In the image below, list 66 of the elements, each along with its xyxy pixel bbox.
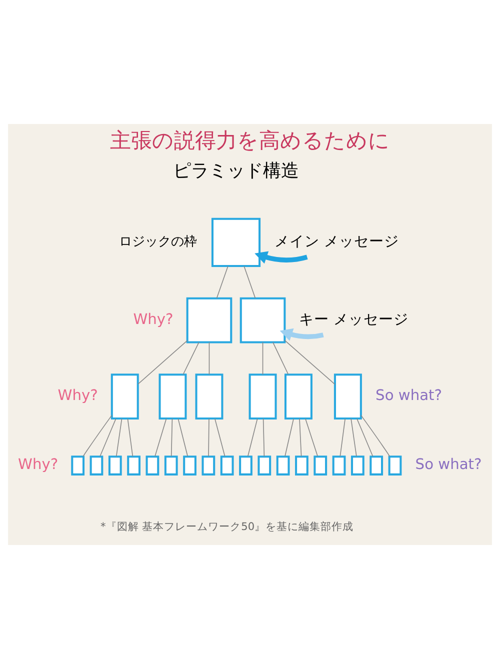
connector xyxy=(182,342,200,375)
connector xyxy=(208,342,210,375)
connector xyxy=(116,418,122,457)
node-label: ロジックの枠 xyxy=(119,234,198,250)
node-box xyxy=(295,456,308,476)
connector xyxy=(262,342,264,375)
connector xyxy=(100,418,116,457)
connector xyxy=(170,418,173,457)
label: So what? xyxy=(376,387,442,404)
connector xyxy=(214,418,226,457)
node-box xyxy=(158,374,187,420)
node-box xyxy=(351,456,364,476)
node-box xyxy=(127,456,140,476)
node-box xyxy=(370,456,384,476)
node-box xyxy=(314,456,328,476)
node-box xyxy=(220,456,234,476)
node-box xyxy=(211,218,261,267)
label: ピラミッド構造 xyxy=(173,160,300,182)
connector xyxy=(350,418,357,457)
node-box xyxy=(202,456,216,476)
connector xyxy=(356,418,374,457)
connector xyxy=(272,342,289,375)
node-box xyxy=(195,374,224,420)
node-text: キー メッセージ xyxy=(298,310,408,328)
node-box xyxy=(108,456,122,476)
node-box xyxy=(110,374,139,420)
connector xyxy=(138,340,188,384)
connector xyxy=(178,418,188,457)
node-box xyxy=(239,456,252,476)
connector xyxy=(262,418,265,457)
arrow xyxy=(280,328,324,341)
node-box xyxy=(240,297,286,344)
node-box xyxy=(164,456,178,476)
connector xyxy=(82,414,112,457)
node-box xyxy=(71,456,85,476)
caption: *『図解 基本フレームワーク50』を基に編集部作成 xyxy=(100,520,354,533)
connector xyxy=(284,340,336,385)
node-text: メイン メッセージ xyxy=(274,233,399,250)
connector xyxy=(360,414,390,457)
arrow xyxy=(254,251,308,264)
node-box xyxy=(90,456,104,476)
label: Why? xyxy=(58,387,98,404)
connector xyxy=(305,418,318,457)
connector xyxy=(340,418,346,457)
node-box xyxy=(334,374,362,420)
label: Why? xyxy=(133,310,174,328)
connector xyxy=(216,266,228,299)
node-box xyxy=(186,297,232,344)
connector xyxy=(154,418,167,457)
node-box xyxy=(258,456,272,476)
node-box xyxy=(284,374,312,420)
node-box xyxy=(388,456,402,476)
node-box xyxy=(248,374,277,420)
connector xyxy=(127,418,134,457)
node-box xyxy=(183,456,196,476)
label: Why? xyxy=(18,456,58,474)
node-box xyxy=(146,456,160,476)
connector xyxy=(299,418,302,457)
node-box xyxy=(332,456,346,476)
connector xyxy=(247,418,258,457)
connector xyxy=(244,266,256,299)
connector xyxy=(284,418,294,457)
connector xyxy=(208,418,210,457)
label: So what? xyxy=(415,456,482,474)
node-box xyxy=(276,456,290,476)
diagram-title: 主張の説得力を高めるために xyxy=(110,127,390,152)
